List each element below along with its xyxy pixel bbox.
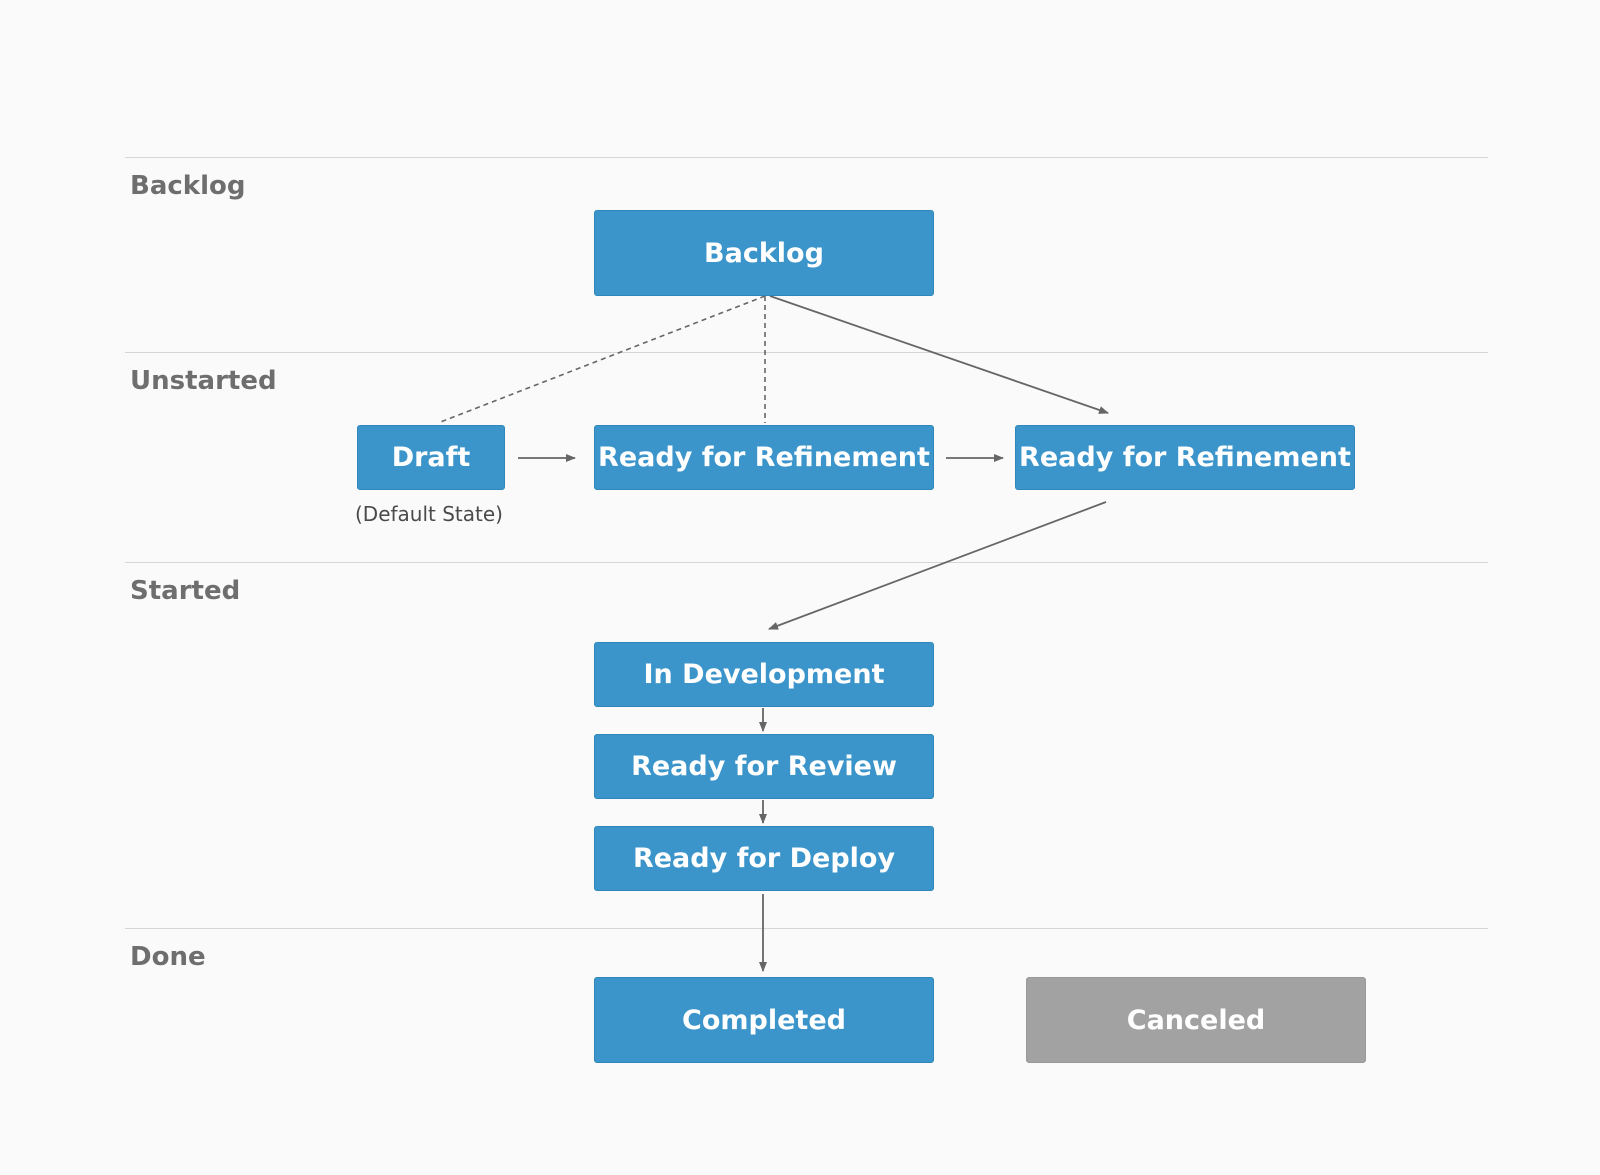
edge-backlog-to-draft bbox=[437, 295, 766, 424]
state-node-canceled[interactable]: Canceled bbox=[1026, 977, 1366, 1063]
state-node-label: Ready for Refinement bbox=[1019, 442, 1351, 473]
state-node-label: Draft bbox=[391, 442, 471, 473]
state-node-label: In Development bbox=[643, 659, 885, 690]
lane-label-done: Done bbox=[130, 942, 206, 972]
state-node-label: Ready for Deploy bbox=[632, 843, 896, 874]
state-node-draft[interactable]: Draft bbox=[357, 425, 505, 490]
state-node-label: Ready for Review bbox=[631, 751, 897, 782]
state-node-ready-for-refinement-1[interactable]: Ready for Refinement bbox=[594, 425, 934, 490]
state-node-label: Backlog bbox=[704, 237, 824, 269]
default-state-caption: (Default State) bbox=[355, 502, 503, 526]
state-node-in-development[interactable]: In Development bbox=[594, 642, 934, 707]
lane-divider-started bbox=[125, 562, 1488, 563]
lane-label-unstarted: Unstarted bbox=[130, 366, 277, 396]
state-node-label: Completed bbox=[682, 1004, 846, 1036]
state-node-label: Ready for Refinement bbox=[598, 442, 930, 473]
lane-divider-backlog bbox=[125, 157, 1488, 158]
state-node-completed[interactable]: Completed bbox=[594, 977, 934, 1063]
lane-divider-done bbox=[125, 928, 1488, 929]
state-node-label: Canceled bbox=[1126, 1004, 1266, 1036]
edge-backlog-to-ready-for-refinement-2 bbox=[769, 295, 1109, 414]
state-node-backlog[interactable]: Backlog bbox=[594, 210, 934, 296]
lane-divider-unstarted bbox=[125, 352, 1488, 353]
edge-ready-for-refinement-2-to-in-development bbox=[768, 501, 1107, 630]
lane-label-backlog: Backlog bbox=[130, 171, 246, 201]
state-node-ready-for-refinement-2[interactable]: Ready for Refinement bbox=[1015, 425, 1355, 490]
state-node-ready-for-review[interactable]: Ready for Review bbox=[594, 734, 934, 799]
state-node-ready-for-deploy[interactable]: Ready for Deploy bbox=[594, 826, 934, 891]
lane-label-started: Started bbox=[130, 576, 241, 606]
